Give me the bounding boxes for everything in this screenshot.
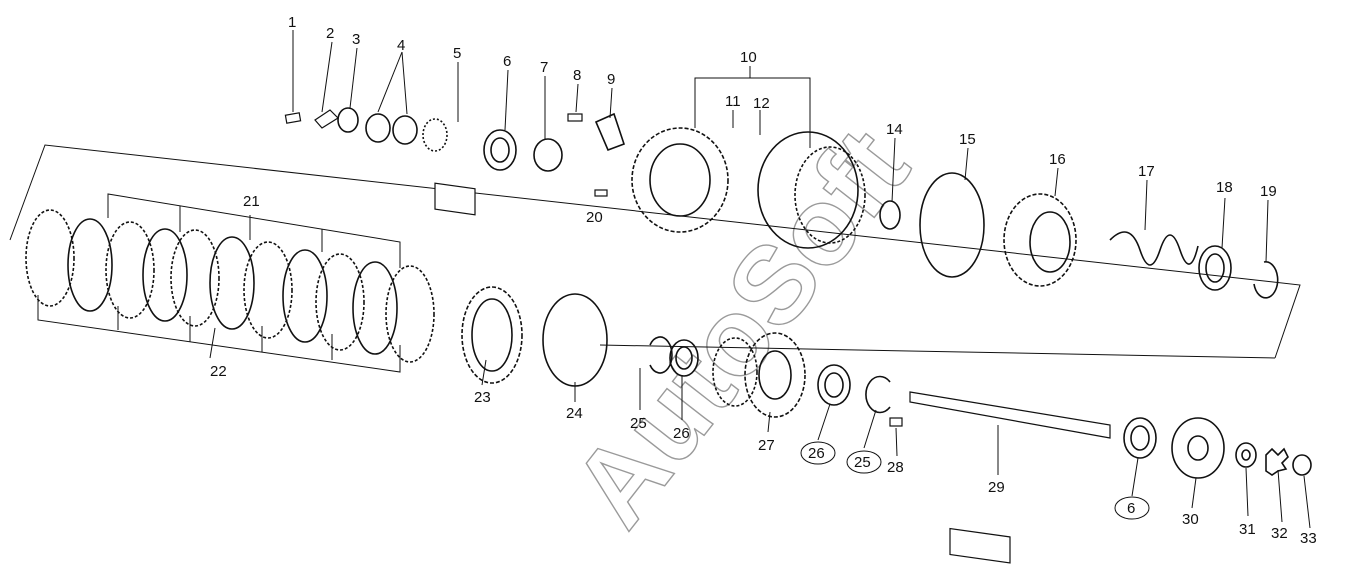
label-1: 1 <box>288 14 296 31</box>
label-10: 10 <box>740 49 757 66</box>
label-22: 22 <box>210 363 227 380</box>
label-33: 33 <box>1300 530 1317 547</box>
leader-lines <box>292 30 1311 529</box>
label-8: 8 <box>573 67 581 84</box>
label-28: 28 <box>887 459 904 476</box>
label-26-circled: 26 <box>808 445 825 462</box>
label-27: 27 <box>758 437 775 454</box>
label-29: 29 <box>988 479 1005 496</box>
part-labels: 1 2 3 4 5 6 7 8 9 10 11 12 14 15 16 17 1… <box>210 14 1317 547</box>
label-19: 19 <box>1260 183 1277 200</box>
label-6: 6 <box>503 53 511 70</box>
label-31: 31 <box>1239 521 1256 538</box>
upper-parts <box>284 107 1279 299</box>
label-3: 3 <box>352 31 360 48</box>
label-17: 17 <box>1138 163 1155 180</box>
label-7: 7 <box>540 59 548 76</box>
label-12: 12 <box>753 95 770 112</box>
label-25-circled: 25 <box>854 454 871 471</box>
label-9: 9 <box>607 71 615 88</box>
label-16: 16 <box>1049 151 1066 168</box>
label-5: 5 <box>453 45 461 62</box>
clutch-discs <box>25 209 435 363</box>
pin-28 <box>889 417 903 427</box>
label-18: 18 <box>1216 179 1233 196</box>
label-24: 24 <box>566 405 583 422</box>
label-21: 21 <box>243 193 260 210</box>
assembly-frame <box>9 144 1301 359</box>
lower-parts <box>461 286 1312 564</box>
spline-section <box>949 527 1011 564</box>
label-4: 4 <box>397 37 405 54</box>
label-25: 25 <box>630 415 647 432</box>
label-circles <box>800 441 1150 520</box>
label-11: 11 <box>725 93 741 110</box>
label-2: 2 <box>326 25 334 42</box>
label-6-circled: 6 <box>1127 500 1135 517</box>
label-14: 14 <box>886 121 903 138</box>
label-23: 23 <box>474 389 491 406</box>
label-20: 20 <box>586 209 603 226</box>
label-30: 30 <box>1182 511 1199 528</box>
label-26: 26 <box>673 425 690 442</box>
label-32: 32 <box>1271 525 1288 542</box>
label-15: 15 <box>959 131 976 148</box>
